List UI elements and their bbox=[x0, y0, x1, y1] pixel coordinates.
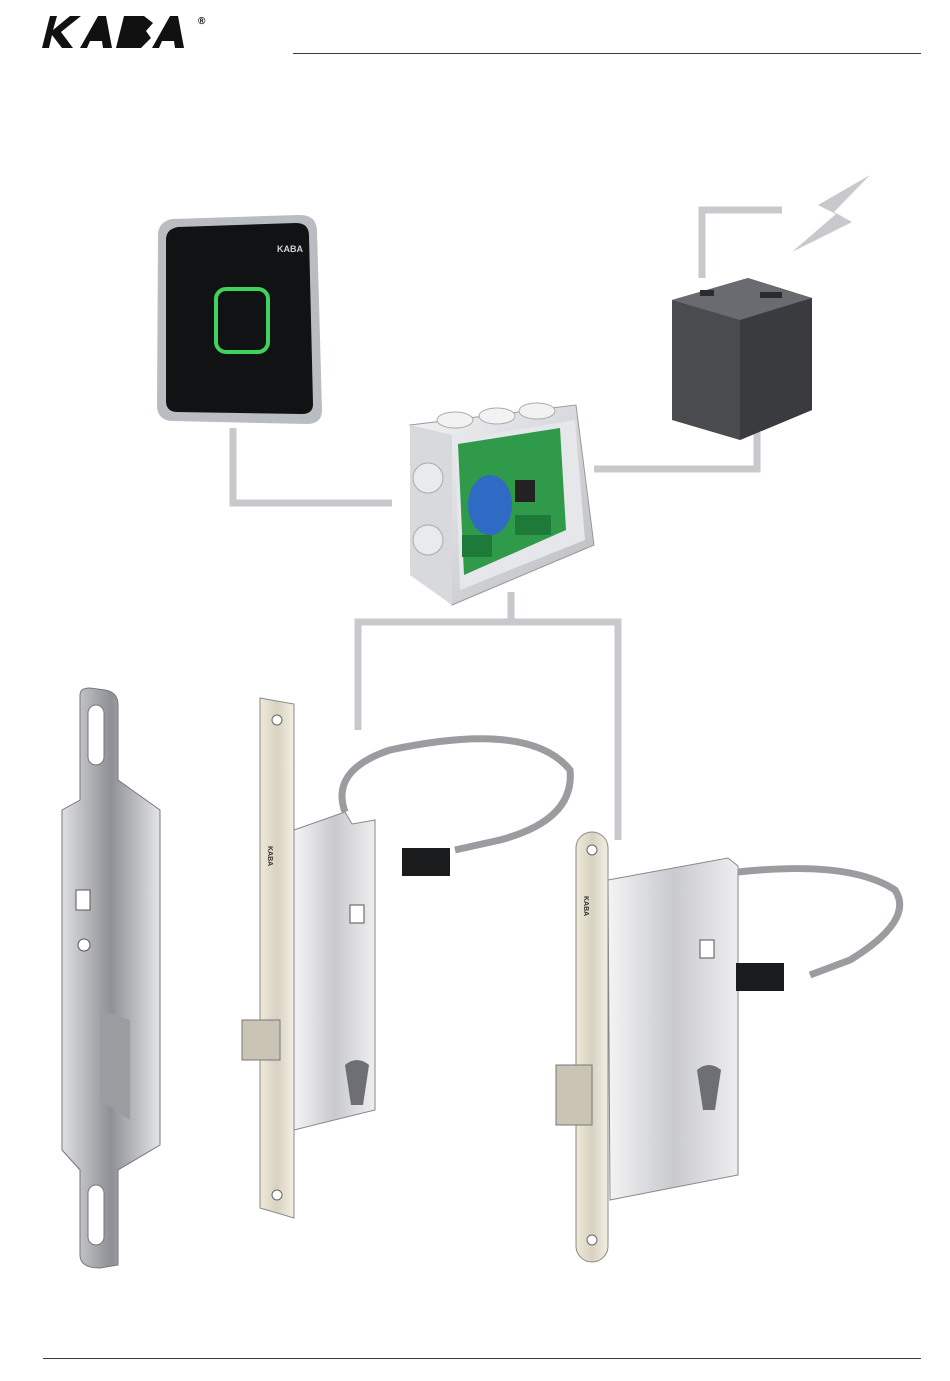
reader-brand-label: KABA bbox=[277, 244, 303, 254]
lightning-icon bbox=[792, 175, 870, 252]
wire-controller-lock-right bbox=[511, 622, 618, 840]
wire-reader-controller bbox=[233, 428, 392, 503]
lock2-connector bbox=[736, 963, 784, 991]
capacitor bbox=[468, 475, 512, 535]
strike-plate bbox=[62, 688, 160, 1268]
lock2-brand-label: KABA bbox=[582, 896, 589, 916]
mortise-lock-1: KABA bbox=[242, 698, 570, 1218]
wire-controller-lock-left bbox=[358, 592, 511, 730]
controller-box bbox=[410, 403, 594, 605]
lock1-brand-label: KABA bbox=[266, 846, 273, 866]
power-supply bbox=[672, 278, 812, 440]
wire-mains-psu bbox=[702, 210, 782, 278]
mortise-lock-2: KABA bbox=[556, 832, 900, 1262]
lock1-connector bbox=[402, 848, 450, 876]
footer-rule bbox=[43, 1358, 921, 1359]
card-reader: KABA bbox=[157, 215, 322, 424]
